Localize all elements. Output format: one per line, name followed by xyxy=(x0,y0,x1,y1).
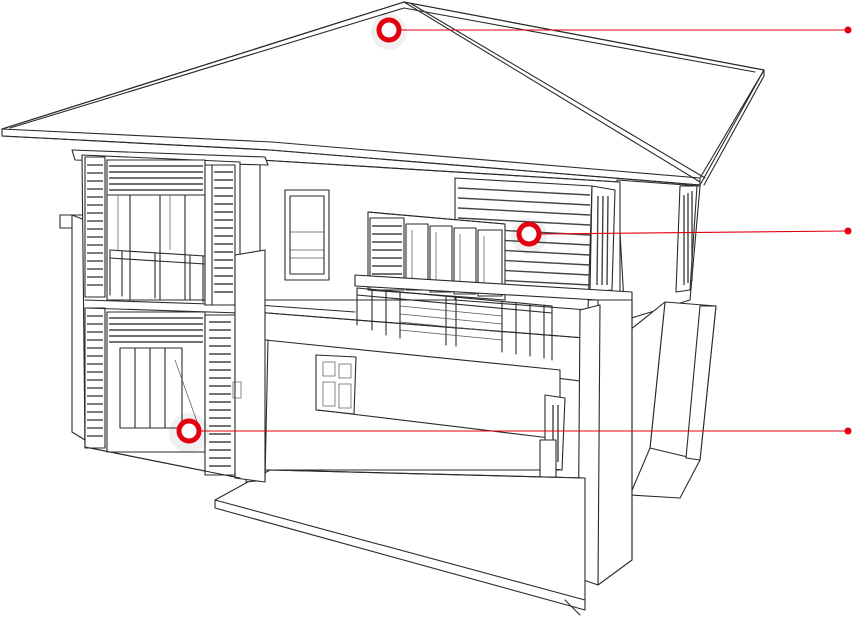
hotspot-ring-icon[interactable] xyxy=(516,221,542,247)
carport xyxy=(214,339,586,616)
leader-line-balcony-cladding xyxy=(539,230,849,235)
right-louvres-upper xyxy=(214,171,233,293)
right-column xyxy=(577,299,633,586)
left-wing xyxy=(59,149,269,483)
upper-top-louvres xyxy=(109,165,203,191)
right-louvres-lower xyxy=(209,321,231,467)
hotspot-roof[interactable] xyxy=(371,14,852,50)
lower-top-louvres xyxy=(109,317,203,343)
leader-end-dot xyxy=(844,427,852,435)
balcony-railing xyxy=(356,287,553,361)
hotspot-ground-glazing[interactable] xyxy=(169,413,852,453)
leader-end-dot xyxy=(844,227,852,235)
leader-end-dot xyxy=(844,26,852,34)
roof xyxy=(1,1,765,187)
left-louvres-lower xyxy=(87,315,103,437)
left-louvres-upper xyxy=(87,164,103,286)
hotspot-ring-icon[interactable] xyxy=(176,418,202,444)
side-wall xyxy=(616,179,717,499)
hotspot-balcony-cladding[interactable] xyxy=(511,218,852,254)
hotspot-ring-icon[interactable] xyxy=(376,17,402,43)
